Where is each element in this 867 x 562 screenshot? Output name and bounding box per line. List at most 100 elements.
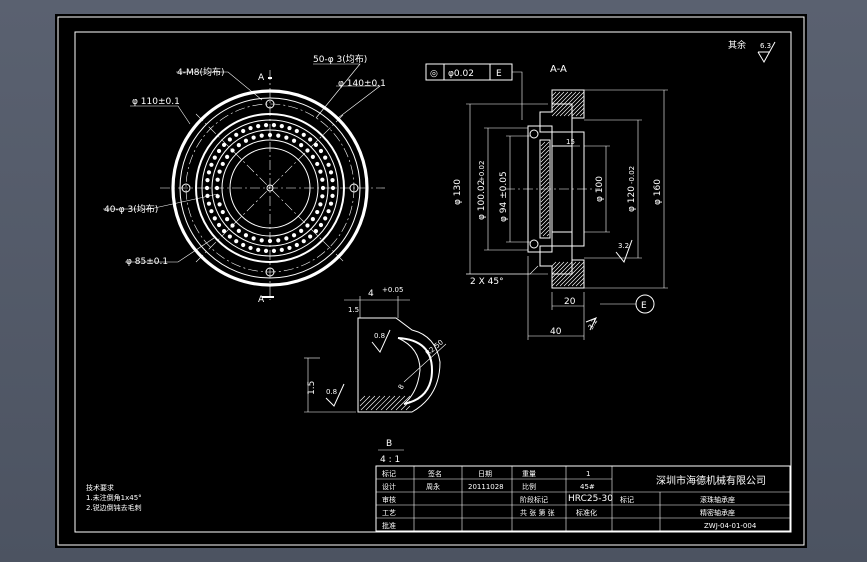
hatch-line: [540, 149, 550, 159]
hatch-line: [579, 281, 585, 287]
detail-scale: 4 : 1: [380, 455, 400, 465]
ball-hole: [236, 143, 241, 148]
ball-hole: [323, 155, 328, 160]
ball-hole: [251, 236, 256, 241]
hatch-line: [395, 395, 411, 411]
detail-dim-h: 1.5: [307, 381, 317, 395]
tb-designer: 周永: [426, 482, 440, 491]
hatch-line: [540, 225, 550, 235]
ball-hole: [217, 202, 222, 207]
inner-frame: [74, 31, 792, 533]
ball-hole: [294, 242, 299, 248]
ball-hole: [205, 193, 210, 198]
tb-part-name: 滚珠轴承座: [700, 495, 735, 504]
detail-small-8: 8: [397, 383, 406, 391]
ball-hole: [217, 169, 222, 174]
ball-hole: [214, 185, 220, 191]
ball-hole: [241, 128, 246, 134]
ball-hole: [287, 245, 292, 251]
detail-dim-w: 4: [368, 289, 374, 299]
ball-hole: [279, 247, 284, 252]
ball-hole: [236, 228, 241, 233]
outer-flange-circle: [171, 89, 369, 287]
tech-item-1: 1.未注倒角1x45°: [86, 493, 142, 502]
section-mark-top: A: [258, 73, 265, 83]
ball-hole-ring-inner: [214, 132, 326, 244]
ball-hole: [256, 247, 261, 252]
tb-ratio-value: 1: [586, 470, 590, 478]
hatch-line: [540, 141, 550, 151]
ball-hole: [220, 209, 225, 215]
hatch-line: [551, 91, 569, 109]
dim-d140: φ 140±0.1: [338, 79, 386, 89]
hatch-line: [540, 177, 550, 187]
tb-sub-name: 精密轴承座: [700, 508, 735, 517]
ball-hole: [284, 236, 289, 241]
tb-stage-label: 阶段标记: [520, 495, 548, 504]
hatch-line: [540, 213, 550, 223]
hatch-line: [540, 141, 546, 147]
ball-hole: [328, 170, 334, 175]
ball-hole: [310, 154, 315, 159]
ball-hole: [248, 245, 253, 251]
ball-hole: [230, 223, 235, 228]
ball-hole: [230, 148, 235, 153]
ball-hole: [320, 177, 325, 182]
section-view: [505, 89, 600, 289]
detail-dim-15: 1.5: [348, 306, 359, 314]
hatch-line: [540, 157, 550, 167]
ball-hole: [287, 125, 292, 131]
ball-hole: [328, 201, 334, 206]
ball-hole: [299, 228, 304, 233]
ball-hole: [215, 194, 220, 199]
hatch-line: [551, 91, 561, 101]
ball-hole: [234, 239, 239, 244]
ball-hole: [291, 138, 297, 143]
ball-hole: [221, 142, 227, 147]
ball-hole: [206, 170, 212, 175]
ball-hole: [330, 193, 335, 198]
ball-hole: [276, 238, 281, 243]
section-dimensions: φ 130 φ 100.02 +0.02 φ 94 ±0.05 φ 100 φ …: [453, 89, 668, 340]
geometric-tolerance-frame: ◎ φ0.02 E: [425, 63, 523, 120]
ball-hole: [279, 124, 284, 129]
title-block: 标记 设计 审核 工艺 批准 签名 日期 周永 20111028 重量 比例 1…: [375, 465, 791, 532]
hatch-line: [540, 169, 550, 179]
section-mark-bottom: A: [258, 295, 265, 305]
tech-title: 技术要求: [86, 483, 114, 492]
roughness-general: 6.3: [760, 42, 771, 50]
tb-ratio-label: 比例: [522, 482, 536, 491]
ball-hole: [212, 216, 217, 221]
drawing-sheet: [55, 14, 807, 548]
hatch-line: [540, 201, 550, 211]
detail-b-view: 4 +0.05 1.5 1.5 0.8 0.8 R2.50 8 B 4 : 1: [304, 286, 447, 465]
tb-date: 20111028: [468, 483, 504, 491]
ball-hole: [209, 209, 214, 214]
roughness-symbol: 6.3: [757, 41, 776, 64]
ball-hole: [209, 162, 214, 167]
hatch-line: [575, 277, 585, 287]
roughness-08-b: 0.8: [326, 388, 337, 396]
ball-hole: [251, 135, 256, 140]
tb-row-label-3: 工艺: [382, 509, 396, 517]
ball-hole: [205, 178, 210, 183]
tol-symbol: ◎: [430, 69, 438, 79]
dim-d160: φ 160: [653, 179, 663, 205]
ball-hole: [276, 133, 281, 138]
technical-requirements: 技术要求 1.未注倒角1x45° 2.锐边倒钝去毛刺: [86, 483, 142, 512]
ball-hole: [259, 133, 264, 138]
tech-item-2: 2.锐边倒钝去毛刺: [86, 503, 142, 512]
tb-header-date: 日期: [478, 470, 492, 478]
hatch-line: [551, 91, 557, 97]
hatch-line: [559, 261, 585, 287]
hatch-line: [540, 145, 550, 155]
hatch-line: [540, 161, 550, 171]
tol-datum: E: [496, 69, 502, 79]
ball-hole: [313, 229, 319, 234]
hatch-line: [540, 173, 550, 183]
hatch-line: [365, 395, 381, 411]
hatch-line: [567, 269, 585, 287]
hatch-line: [540, 217, 550, 227]
m8-hole: [265, 99, 275, 109]
